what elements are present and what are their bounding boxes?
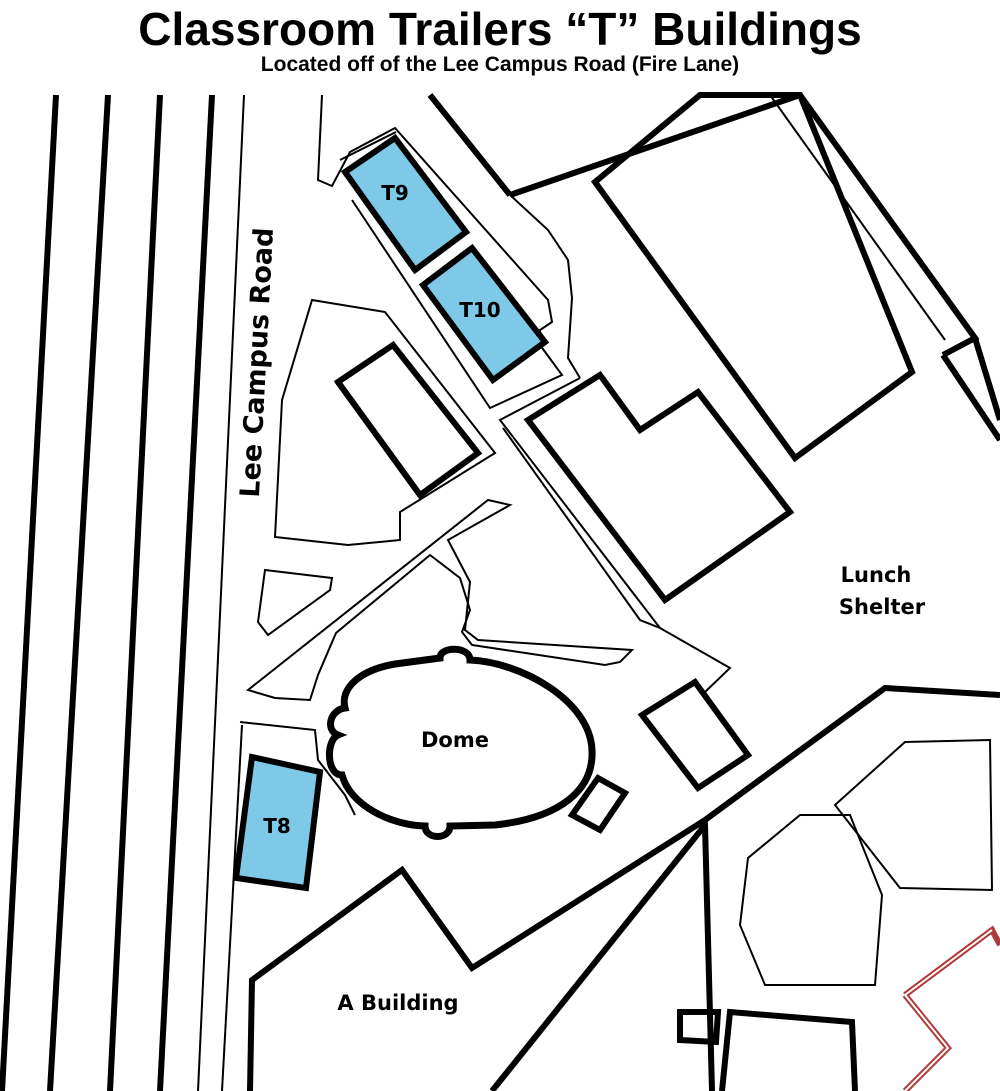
road-edge-line: [0, 94, 59, 1091]
building-outline: [637, 677, 753, 793]
building-outline: [567, 774, 630, 834]
lunch-shelter-label-line1: Lunch: [841, 563, 912, 587]
trailer-t10[interactable]: [418, 243, 550, 385]
sidewalk-path: [316, 94, 564, 410]
road-edge-line: [157, 94, 215, 1091]
trailer-t10-label: T10: [459, 298, 500, 322]
sidewalk-path: [498, 377, 661, 629]
sidewalk-path: [502, 427, 732, 693]
lunch-shelter-label-line2: Shelter: [839, 595, 926, 619]
courtyard-outline: [738, 814, 884, 986]
trailer-t8-label: T8: [263, 814, 291, 838]
road-label: Lee Campus Road: [235, 227, 280, 499]
building-outline: [677, 1009, 722, 1046]
building-outline: [797, 93, 1000, 442]
accent-building-inner: [904, 929, 993, 1091]
building-outline: [489, 816, 715, 1091]
accent-building-outline: [902, 925, 1000, 1091]
plaza-outline: [245, 498, 635, 702]
page-subtitle: Located off of the Lee Campus Road (Fire…: [260, 53, 740, 76]
road-edge-line: [107, 94, 163, 1091]
walkway-outline: [239, 721, 356, 816]
page-title: Classroom Trailers “T” Buildings: [138, 3, 862, 55]
sidewalk-outlines: [221, 94, 994, 1091]
sidewalk-path: [769, 94, 946, 341]
dome-label: Dome: [421, 728, 489, 752]
building-outline: [333, 340, 483, 500]
building-outline: [523, 370, 795, 605]
sidewalk-path: [339, 131, 397, 161]
trailer-t9-label: T9: [381, 181, 409, 205]
a-building-outline: [247, 684, 1000, 1091]
walkway-outline: [221, 724, 243, 1091]
building-outline: [590, 92, 916, 463]
island-outline: [256, 568, 334, 637]
a-building-label: A Building: [337, 991, 458, 1015]
parking-lot-outline: [273, 298, 497, 547]
building-outline: [427, 92, 801, 198]
courtyard-outline: [833, 738, 994, 892]
buildings: [247, 92, 1000, 1091]
road-edge-lines: [0, 94, 245, 1091]
trailer-t8[interactable]: [232, 753, 324, 892]
trailer-t9[interactable]: [340, 133, 471, 275]
road-edge-line: [197, 94, 245, 1091]
road-edge-line: [47, 94, 111, 1091]
dome-outline: [326, 645, 596, 840]
building-outline: [719, 1008, 858, 1091]
building-divider: [335, 380, 423, 497]
